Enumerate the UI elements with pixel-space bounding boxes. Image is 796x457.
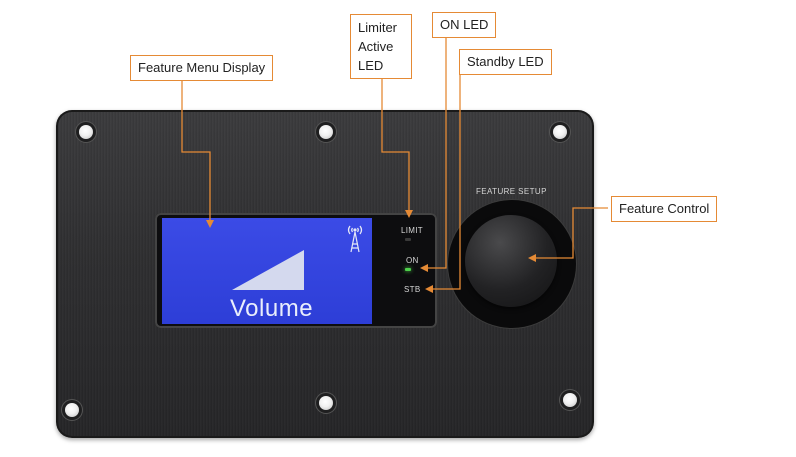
on-led (405, 268, 411, 271)
callout-limiter-line2: Active (358, 39, 394, 54)
callout-feature-control: Feature Control (611, 196, 718, 222)
volume-ramp-icon (232, 250, 304, 290)
callout-limiter-line1: Limiter (358, 20, 398, 35)
on-label: ON (406, 256, 419, 265)
screw-icon (65, 403, 79, 417)
callout-limiter-line3: LED (358, 58, 384, 73)
screw-icon (319, 125, 333, 139)
feature-setup-label: FEATURE SETUP (476, 187, 547, 196)
screw-icon (79, 125, 93, 139)
lcd-volume-text: Volume (230, 295, 314, 322)
callout-on-led: ON LED (432, 12, 497, 38)
limit-label: LIMIT (401, 226, 423, 235)
screw-icon (553, 125, 567, 139)
screw-icon (563, 393, 577, 407)
screw-icon (319, 396, 333, 410)
feature-control-knob[interactable] (465, 215, 557, 307)
callout-feature-menu-display: Feature Menu Display (130, 55, 274, 81)
stb-label: STB (404, 285, 421, 294)
feature-menu-display: Volume (162, 218, 372, 324)
antenna-icon (347, 225, 363, 253)
callout-limiter-active-led: Limiter Active LED (350, 14, 412, 79)
limiter-led (405, 238, 411, 241)
callout-standby-led: Standby LED (459, 49, 552, 75)
